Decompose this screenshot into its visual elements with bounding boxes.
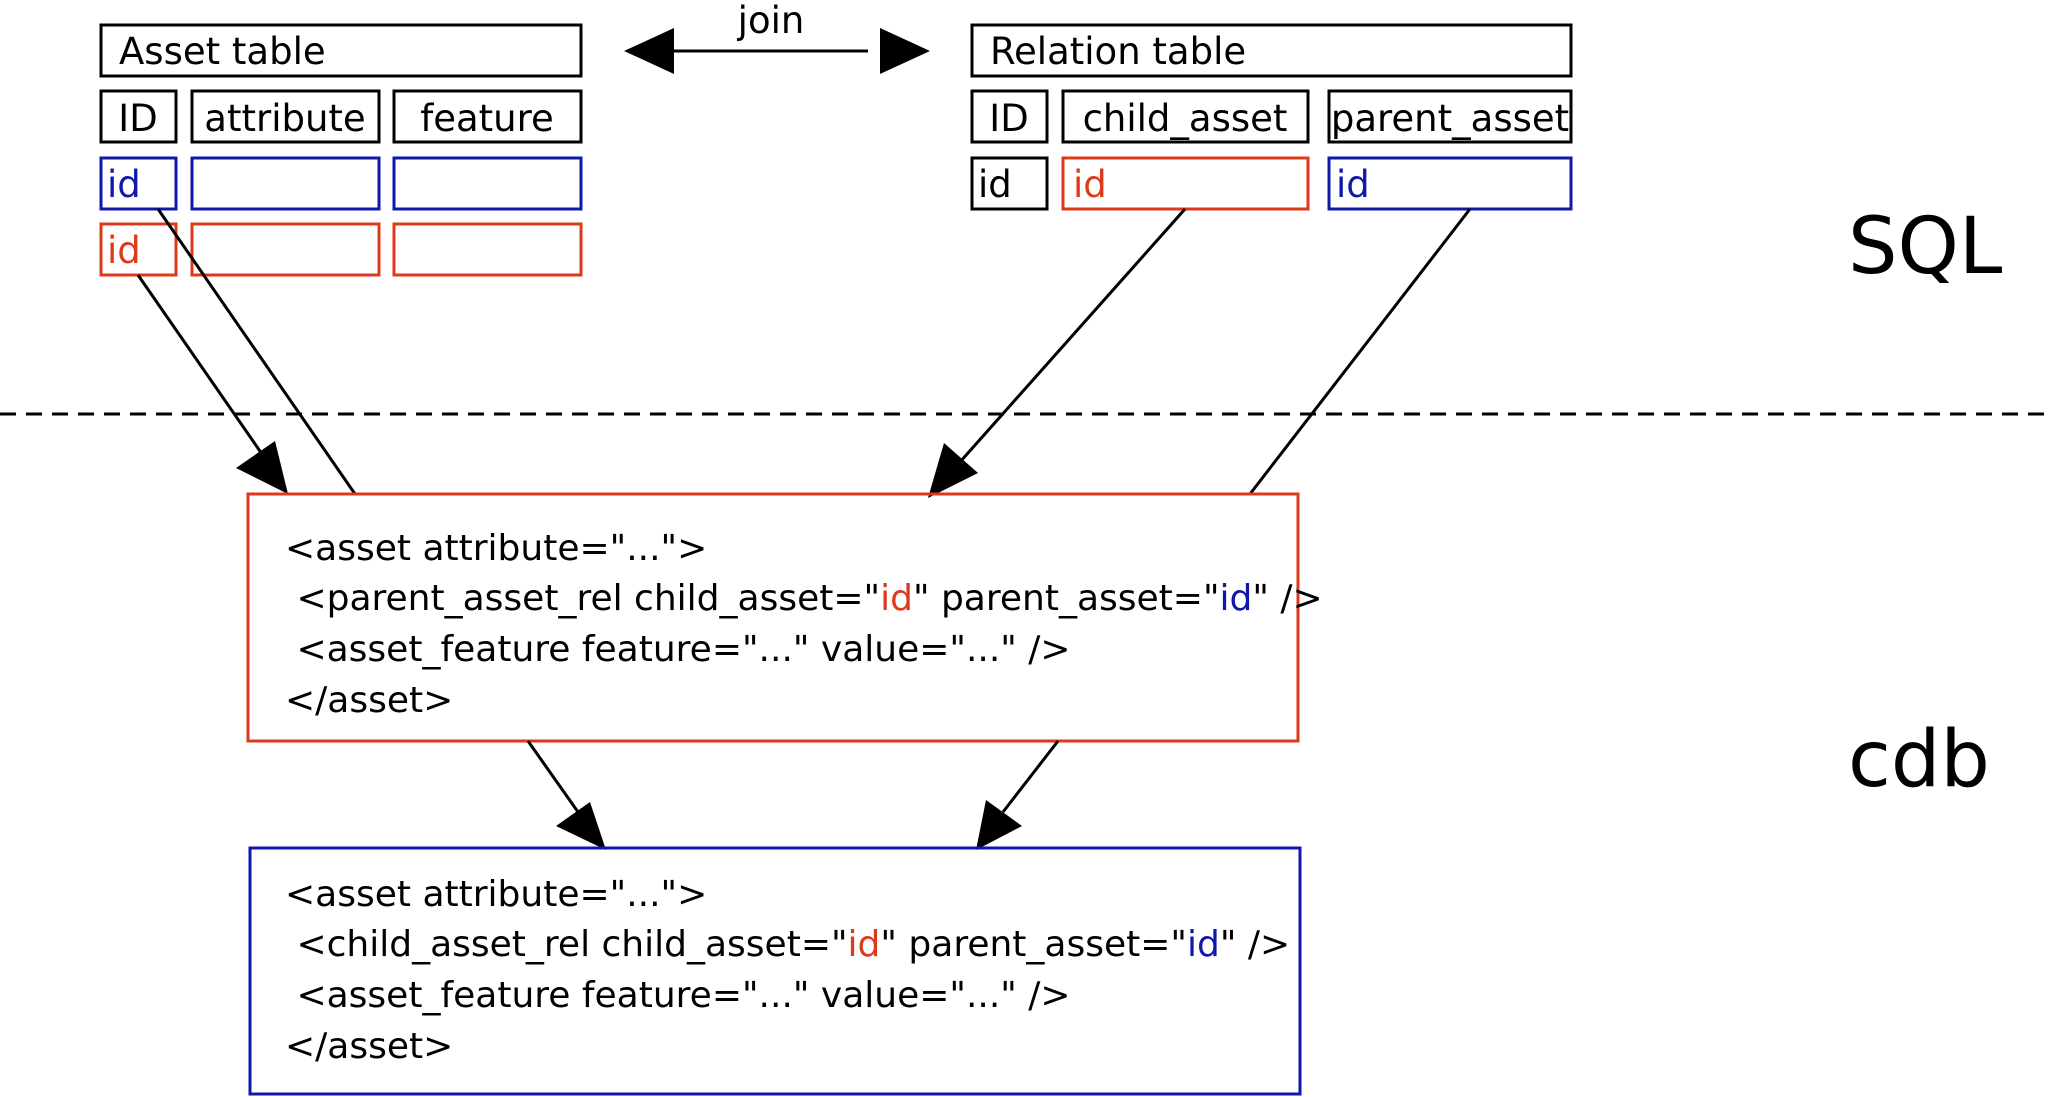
region-label-cdb: cdb: [1848, 715, 1990, 805]
blue-xml-line1: <asset attribute="...">: [285, 874, 707, 915]
asset-feature-header-box: [392, 89, 583, 144]
sql-to-red-connectors: [136, 208, 1472, 498]
relation-table: Relation table ID child_asset parent_ass…: [970, 23, 1573, 211]
relation-row-child-box: [1061, 156, 1310, 211]
blue-xml-line3: <asset_feature feature="..." value="..."…: [285, 975, 1071, 1016]
asset-id-header: ID: [118, 97, 157, 140]
join-arrow: join: [624, 0, 930, 74]
join-arrowhead-right: [880, 28, 930, 74]
asset-row-blue-attribute-box: [190, 156, 381, 211]
asset-id-header-box: [99, 89, 178, 144]
red-xml-line3: <asset_feature feature="..." value="..."…: [285, 629, 1071, 670]
relation-parent-asset-header-box: [1327, 89, 1573, 144]
red-xml-line2: <parent_asset_rel child_asset="id" paren…: [285, 578, 1323, 619]
relation-row-id: id: [978, 163, 1012, 206]
asset-table: Asset table ID attribute feature id id: [99, 23, 583, 277]
red-xml-line4: </asset>: [285, 680, 453, 721]
asset-table-title: Asset table: [119, 30, 326, 73]
relation-table-title-box: [970, 23, 1573, 78]
connector-red-to-blue-right: [1001, 740, 1060, 813]
red-xml-block: <asset attribute="..."> <parent_asset_re…: [246, 492, 1323, 743]
join-label: join: [737, 0, 805, 42]
asset-table-title-box: [99, 23, 583, 78]
blue-xml-line2: <child_asset_rel child_asset="id" parent…: [285, 924, 1290, 965]
asset-row-blue-id-box: [99, 156, 178, 211]
region-label-sql: SQL: [1848, 202, 2003, 292]
connector-red-to-blue-right-arrowhead: [976, 800, 1022, 850]
asset-row-red-attribute-box: [190, 222, 381, 277]
blue-xml-box: [248, 846, 1302, 1096]
connector-child-asset-arrowhead: [928, 443, 978, 498]
connector-red-id-arrow: [136, 274, 264, 455]
connector-blue-id-line: [156, 208, 357, 495]
relation-id-header: ID: [989, 97, 1028, 140]
asset-row-red-id: id: [107, 229, 141, 272]
relation-table-title: Relation table: [990, 30, 1246, 73]
join-arrowhead-left: [624, 28, 674, 74]
relation-row-parent-id: id: [1336, 163, 1370, 206]
relation-parent-asset-header: parent_asset: [1331, 97, 1569, 140]
asset-row-red-feature-box: [392, 222, 583, 277]
relation-child-asset-header: child_asset: [1083, 97, 1288, 140]
asset-row-blue-id: id: [107, 163, 141, 206]
asset-attribute-header: attribute: [204, 97, 365, 140]
connector-child-asset-arrow: [958, 208, 1187, 463]
connector-parent-asset-line: [1248, 208, 1472, 495]
asset-row-blue-feature-box: [392, 156, 583, 211]
red-xml-box: [246, 492, 1300, 743]
blue-xml-line4: </asset>: [285, 1026, 453, 1067]
asset-feature-header: feature: [420, 97, 554, 140]
connector-red-to-blue-left: [526, 740, 580, 813]
connector-red-id-arrowhead: [236, 441, 288, 494]
relation-row-parent-box: [1327, 156, 1573, 211]
red-xml-line1: <asset attribute="...">: [285, 528, 707, 569]
asset-attribute-header-box: [190, 89, 381, 144]
relation-child-asset-header-box: [1061, 89, 1310, 144]
red-to-blue-connectors: [526, 740, 1060, 850]
connector-red-to-blue-left-arrowhead: [556, 802, 606, 850]
relation-id-header-box: [970, 89, 1049, 144]
relation-row-id-box: [970, 156, 1049, 211]
relation-row-child-id: id: [1073, 163, 1107, 206]
blue-xml-block: <asset attribute="..."> <child_asset_rel…: [248, 846, 1302, 1096]
